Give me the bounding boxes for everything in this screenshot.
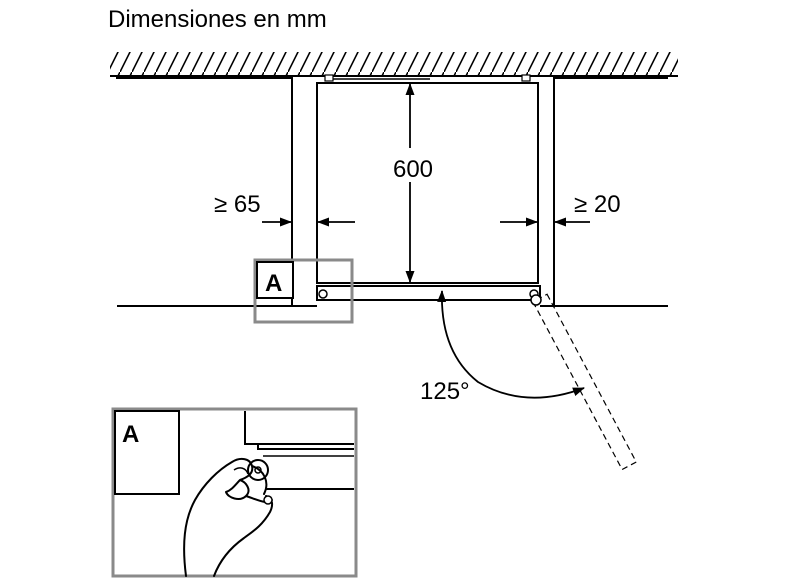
depth-dimension-label: 600 <box>393 156 433 183</box>
door-hinge <box>530 294 542 306</box>
diagram-title: Dimensiones en mm <box>108 6 327 33</box>
open-door-outline <box>532 293 638 471</box>
wall <box>110 52 678 77</box>
detail-label: A <box>122 421 139 448</box>
left-gap-label: ≥ 65 <box>214 191 261 218</box>
door-angle-arc <box>437 290 585 399</box>
detail-view-a: A <box>111 407 358 578</box>
right-cabinet <box>553 77 668 307</box>
appliance-door <box>316 285 541 301</box>
detail-callout-label: A <box>265 270 282 297</box>
door-angle-label: 125° <box>420 378 470 405</box>
hand-illustration <box>183 457 274 577</box>
detail-callout-box: A <box>253 258 354 324</box>
right-gap-label: ≥ 20 <box>574 191 621 218</box>
appliance-body <box>316 74 539 284</box>
